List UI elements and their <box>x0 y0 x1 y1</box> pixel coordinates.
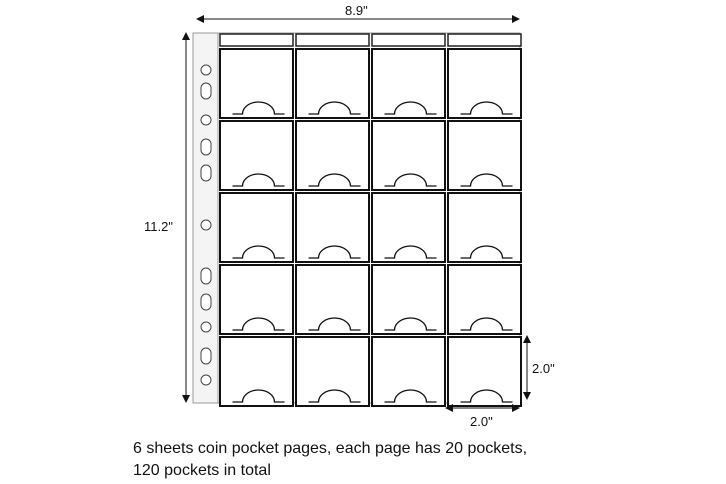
binder-hole-round <box>200 321 212 333</box>
coin-pocket <box>447 192 522 263</box>
coin-pocket <box>295 264 370 335</box>
coin-pocket <box>295 192 370 263</box>
pocket-height-label: 2.0" <box>532 361 555 376</box>
binder-hole-slot <box>200 164 212 182</box>
coin-pocket <box>371 192 446 263</box>
coin-pocket <box>219 120 294 191</box>
pocket-top-flap <box>447 33 522 47</box>
caption: 6 sheets coin pocket pages, each page ha… <box>133 438 527 482</box>
binder-hole-slot <box>200 267 212 285</box>
coin-pocket <box>447 336 522 407</box>
binder-holes <box>200 64 212 386</box>
caption-line-1: 6 sheets coin pocket pages, each page ha… <box>133 440 528 457</box>
coin-pocket <box>447 120 522 191</box>
coin-pocket <box>219 336 294 407</box>
binder-hole-round <box>200 114 212 126</box>
coin-pocket <box>219 48 294 119</box>
coin-pocket <box>219 192 294 263</box>
binder-hole-slot <box>200 138 212 156</box>
pocket-width-label: 2.0" <box>470 414 493 429</box>
coin-pocket <box>295 336 370 407</box>
coin-pocket <box>371 48 446 119</box>
binder-hole-round <box>200 64 212 76</box>
binder-hole-slot <box>200 293 212 311</box>
coin-pocket <box>447 48 522 119</box>
pocket-top-flap <box>295 33 370 47</box>
coin-pocket <box>219 264 294 335</box>
height-label: 11.2" <box>144 219 173 234</box>
coin-pocket <box>371 120 446 191</box>
binder-hole-slot <box>200 82 212 100</box>
coin-pocket <box>295 120 370 191</box>
pocket-grid <box>219 33 522 407</box>
width-label: 8.9" <box>345 3 368 18</box>
binder-hole-round <box>200 219 212 231</box>
pocket-top-flap <box>219 33 294 47</box>
pocket-top-flap <box>371 33 446 47</box>
coin-pocket <box>295 48 370 119</box>
coin-pocket <box>371 336 446 407</box>
coin-pocket <box>447 264 522 335</box>
caption-line-2: 120 pockets in total <box>133 462 271 479</box>
coin-pocket <box>371 264 446 335</box>
binder-hole-slot <box>200 347 212 365</box>
binder-hole-round <box>200 374 212 386</box>
